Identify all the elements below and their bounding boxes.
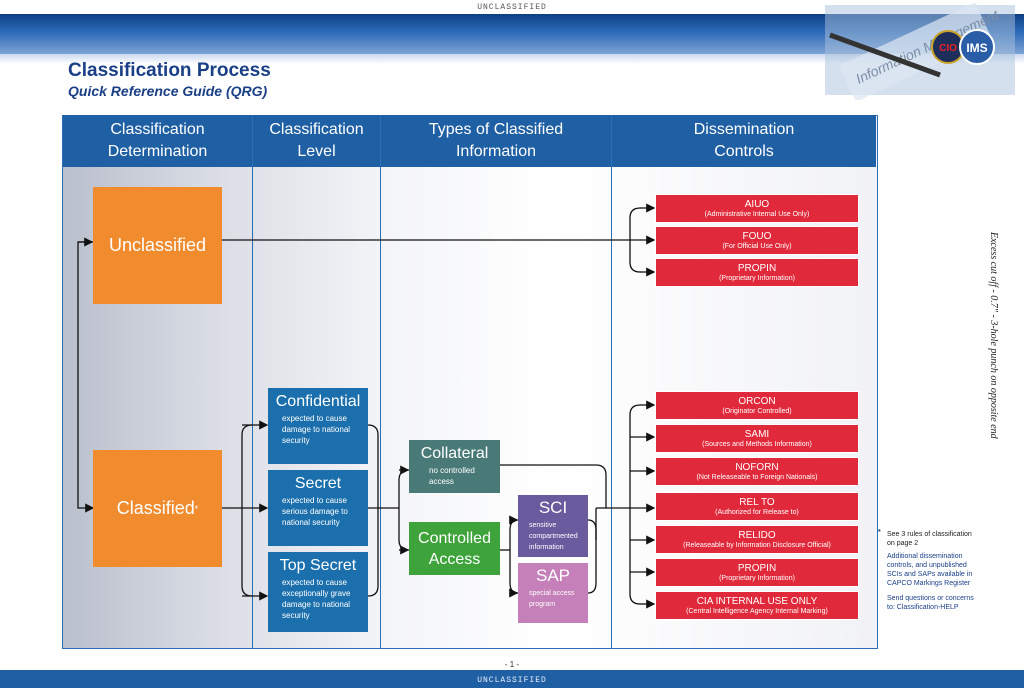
control-cia-internal: CIA INTERNAL USE ONLY(Central Intelligen…: [655, 591, 859, 620]
logo-area: Information Management CIO IMS: [820, 0, 1020, 100]
level-confidential-box: Confidential expected to cause damage to…: [268, 388, 368, 464]
level-top-secret-box: Top Secret expected to cause exceptional…: [268, 552, 368, 632]
control-aiuo: AIUO(Administrative Internal Use Only): [655, 194, 859, 223]
control-fouo: FOUO(For Official Use Only): [655, 226, 859, 255]
column-header-controls: Dissemination Controls: [612, 115, 876, 167]
control-propin: PROPIN(Proprietary Information): [655, 258, 859, 287]
note-star: *: [878, 529, 881, 536]
header-fade: [0, 54, 1024, 64]
column-divider: [380, 115, 381, 648]
note-additional: Additional dissemination controls, and u…: [887, 553, 973, 587]
footer-band: [0, 670, 1024, 688]
column-divider: [252, 115, 253, 648]
control-rel-to: REL TO(Authorized for Release to): [655, 492, 859, 521]
note-questions: Send questions or concerns to: Classific…: [887, 595, 974, 611]
page-title: Classification Process: [68, 60, 271, 81]
classification-banner-top: UNCLASSIFIED: [477, 3, 547, 12]
column-header-types: Types of Classified Information: [381, 115, 611, 167]
page-subtitle: Quick Reference Guide (QRG): [68, 83, 268, 99]
column-header-determination: Classification Determination: [63, 115, 252, 167]
page-number: - 1 -: [504, 660, 520, 669]
sap-box: SAP special access program: [518, 563, 588, 623]
sci-box: SCI sensitive compartmented information: [518, 495, 588, 557]
control-relido: RELIDO(Releaseable by Information Disclo…: [655, 525, 859, 554]
side-note: Excess cut off - 0.7" - 3-hole punch on …: [988, 232, 999, 439]
control-propin-classified: PROPIN(Proprietary Information): [655, 558, 859, 587]
column-header-level: Classification Level: [253, 115, 380, 167]
classification-banner-bottom: UNCLASSIFIED: [477, 676, 547, 685]
level-secret-box: Secret expected to cause serious damage …: [268, 470, 368, 546]
control-sami: SAMI(Sources and Methods Information): [655, 424, 859, 453]
column-divider: [611, 115, 612, 648]
control-orcon: ORCON(Originator Controlled): [655, 391, 859, 420]
cio-text: CIO: [939, 43, 957, 54]
note-rules: See 3 rules of classification on page 2: [887, 531, 972, 547]
classified-box: Classified*: [93, 450, 222, 567]
controlled-access-box: Controlled Access: [409, 522, 500, 575]
unclassified-box: Unclassified: [93, 187, 222, 304]
collateral-box: Collateral no controlled access: [409, 440, 500, 493]
control-noforn: NOFORN(Not Releaseable to Foreign Nation…: [655, 457, 859, 486]
logo-graphic: Information Management CIO IMS: [825, 2, 1015, 100]
ims-text: IMS: [966, 41, 987, 55]
